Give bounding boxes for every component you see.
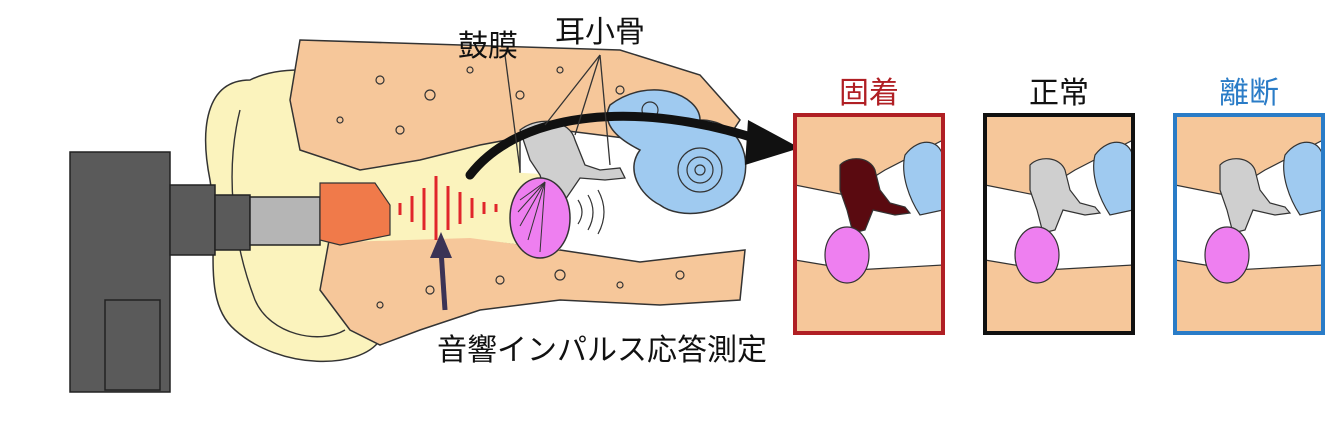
panel-frame xyxy=(793,113,945,335)
probe xyxy=(69,151,321,393)
panel-2: 離断 xyxy=(1173,76,1325,335)
panel-title: 離断 xyxy=(1219,76,1279,111)
probe-tip xyxy=(319,182,391,246)
panel-title: 正常 xyxy=(1029,76,1089,111)
panel-title: 固着 xyxy=(839,76,899,111)
transition-arrowhead xyxy=(745,120,800,165)
panel-0: 固着 xyxy=(793,76,945,335)
eardrum xyxy=(509,177,571,259)
ossicles-label: 耳小骨 xyxy=(555,15,645,50)
panel-frame xyxy=(1173,113,1325,335)
label-leader-lines xyxy=(504,54,611,171)
panel-eardrum xyxy=(1204,226,1250,284)
impulse-signal xyxy=(398,176,498,240)
panel-frame xyxy=(983,113,1135,335)
panel-1: 正常 xyxy=(983,76,1135,335)
measurement-label: 音響インパルス応答測定 xyxy=(437,333,767,368)
panel-bone-bottom xyxy=(984,259,1134,334)
transition-arrow xyxy=(465,111,765,180)
panel-bone-bottom xyxy=(1174,259,1324,334)
panel-eardrum xyxy=(824,226,870,284)
panel-eardrum xyxy=(1014,226,1060,284)
measurement-pointer xyxy=(430,232,452,311)
comparison-panels: 固着 正常 離断 xyxy=(793,76,1325,335)
panel-bone-bottom xyxy=(794,259,944,334)
sound-waves xyxy=(577,189,605,235)
eardrum-label: 鼓膜 xyxy=(458,29,518,64)
